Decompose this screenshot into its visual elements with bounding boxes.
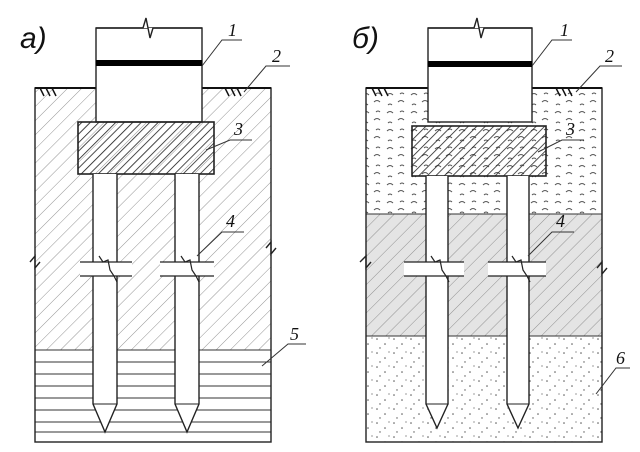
panel-b-callout-6: 6 <box>595 348 630 395</box>
panel-a-break-mark-right <box>265 240 277 256</box>
panel-a-soil-lower-layered <box>35 350 271 442</box>
panel-b-callout-1: 1 <box>531 20 572 67</box>
panel-b-callout-2: 2 <box>575 46 622 93</box>
svg-text:1: 1 <box>560 20 569 40</box>
panel-b-callout-3: 3 <box>537 119 584 153</box>
panel-a-callout-2: 2 <box>243 46 290 93</box>
panel-b-break-mark-left <box>359 254 372 270</box>
panel-a-callout-4: 4 <box>196 211 244 257</box>
panel-a-callout-1: 1 <box>201 20 242 67</box>
panel-a-pile-cap <box>77 121 215 175</box>
panel-a: а) <box>20 17 306 443</box>
svg-text:2: 2 <box>272 46 281 66</box>
panel-b-waterproofing <box>428 61 532 67</box>
panel-a-callout-5: 5 <box>261 324 306 367</box>
panel-b-break-mark-right <box>596 260 608 276</box>
svg-text:2: 2 <box>605 46 614 66</box>
panel-b-pile-left <box>404 176 464 430</box>
panel-a-pile-left <box>80 174 132 434</box>
panel-b-callout-4: 4 <box>527 211 574 257</box>
panel-b-column <box>427 27 533 123</box>
panel-b-pile-cap <box>411 125 547 177</box>
panel-b-sand-layer <box>366 336 602 442</box>
panel-a-waterproofing <box>96 60 202 66</box>
svg-text:4: 4 <box>226 211 235 231</box>
svg-text:3: 3 <box>233 119 243 139</box>
panel-a-column <box>95 27 203 123</box>
svg-text:3: 3 <box>565 119 575 139</box>
panel-b: б) <box>352 17 630 443</box>
svg-text:5: 5 <box>290 324 299 344</box>
panel-a-ground-surface <box>35 87 271 97</box>
panel-a-label: а) <box>20 22 47 55</box>
panel-a-break-mark-left <box>29 254 41 270</box>
panel-b-ground-surface <box>366 87 602 97</box>
svg-text:6: 6 <box>616 348 625 368</box>
svg-text:4: 4 <box>556 211 565 231</box>
panel-a-callout-3: 3 <box>205 119 252 151</box>
panel-a-pile-right <box>160 174 214 434</box>
panel-a-column-break <box>96 17 202 39</box>
panel-b-label: б) <box>352 22 379 55</box>
panel-a-layer-lines <box>35 349 271 433</box>
panel-b-column-break <box>428 17 532 39</box>
svg-text:1: 1 <box>228 20 237 40</box>
panel-b-pile-right <box>488 176 546 430</box>
